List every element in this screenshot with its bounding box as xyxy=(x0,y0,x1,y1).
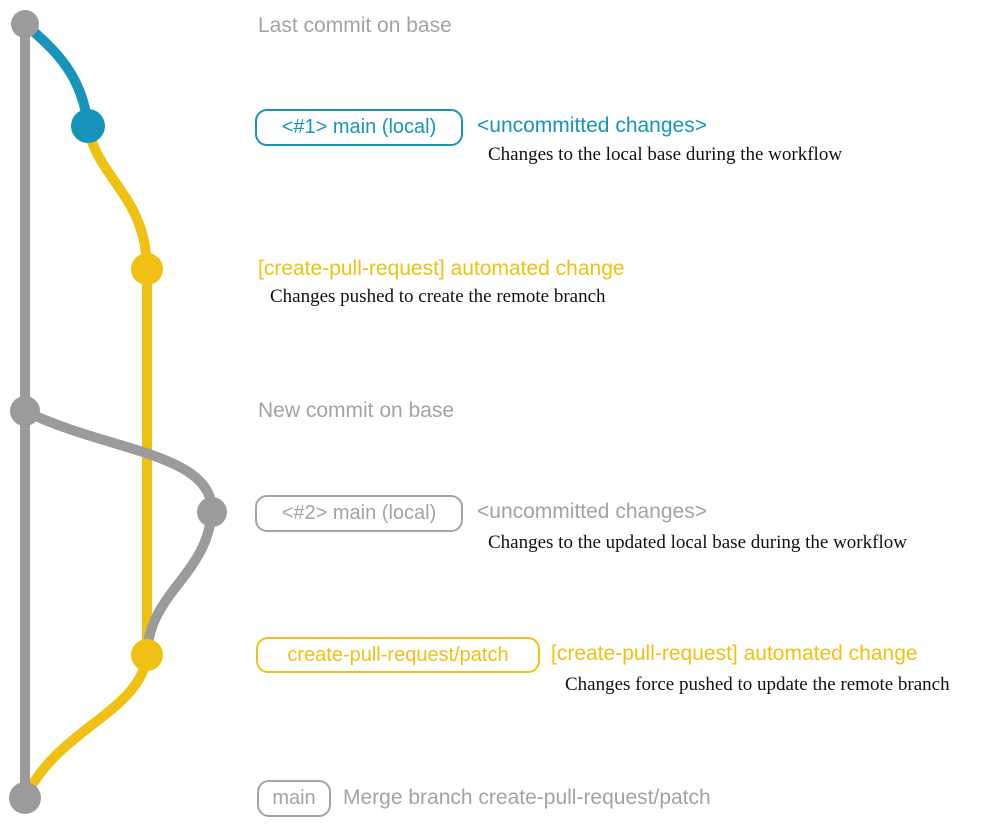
commit-node-automated-2 xyxy=(131,639,163,671)
commit-node-new-base xyxy=(10,396,40,426)
automated-change-title-1: [create-pull-request] automated change xyxy=(258,257,625,280)
branch-pill-main-label: main xyxy=(272,787,316,809)
commit-node-uncommitted-1 xyxy=(71,109,105,143)
uncommitted-changes-note-1: <uncommitted changes> xyxy=(477,114,707,137)
automated-change-desc-1: Changes pushed to create the remote bran… xyxy=(270,286,606,307)
merge-commit-message: Merge branch create-pull-request/patch xyxy=(343,786,711,809)
branch-pill-main-local-1-label: <#1> main (local) xyxy=(281,116,437,138)
commit-node-merge xyxy=(9,782,41,814)
uncommitted-changes-desc-1: Changes to the local base during the wor… xyxy=(488,144,843,165)
edge-base-branch-out xyxy=(20,406,218,517)
last-commit-title: Last commit on base xyxy=(258,14,452,37)
branch-pill-main-local-2-label: <#2> main (local) xyxy=(281,502,437,524)
automated-change-title-2: [create-pull-request] automated change xyxy=(551,642,918,665)
branch-pill-patch-label: create-pull-request/patch xyxy=(287,643,509,666)
automated-change-desc-2: Changes force pushed to update the remot… xyxy=(565,674,950,695)
uncommitted-changes-note-2: <uncommitted changes> xyxy=(477,500,707,523)
edge-patch-merge xyxy=(20,650,152,803)
commit-node-automated-1 xyxy=(131,253,163,285)
branch-pill-main: main xyxy=(257,780,331,817)
commit-node-last-base xyxy=(11,10,39,38)
branch-pill-main-local-1: <#1> main (local) xyxy=(255,109,463,146)
uncommitted-changes-desc-2: Changes to the updated local base during… xyxy=(488,532,907,553)
new-commit-title: New commit on base xyxy=(258,399,455,422)
edge-patch-branch xyxy=(83,121,152,660)
branch-pill-patch: create-pull-request/patch xyxy=(256,637,540,673)
edge-main-local-branch xyxy=(20,19,93,131)
edge-base-rebase-in xyxy=(142,507,217,660)
commit-node-uncommitted-2 xyxy=(197,497,227,527)
branch-pill-main-local-2: <#2> main (local) xyxy=(255,495,463,532)
